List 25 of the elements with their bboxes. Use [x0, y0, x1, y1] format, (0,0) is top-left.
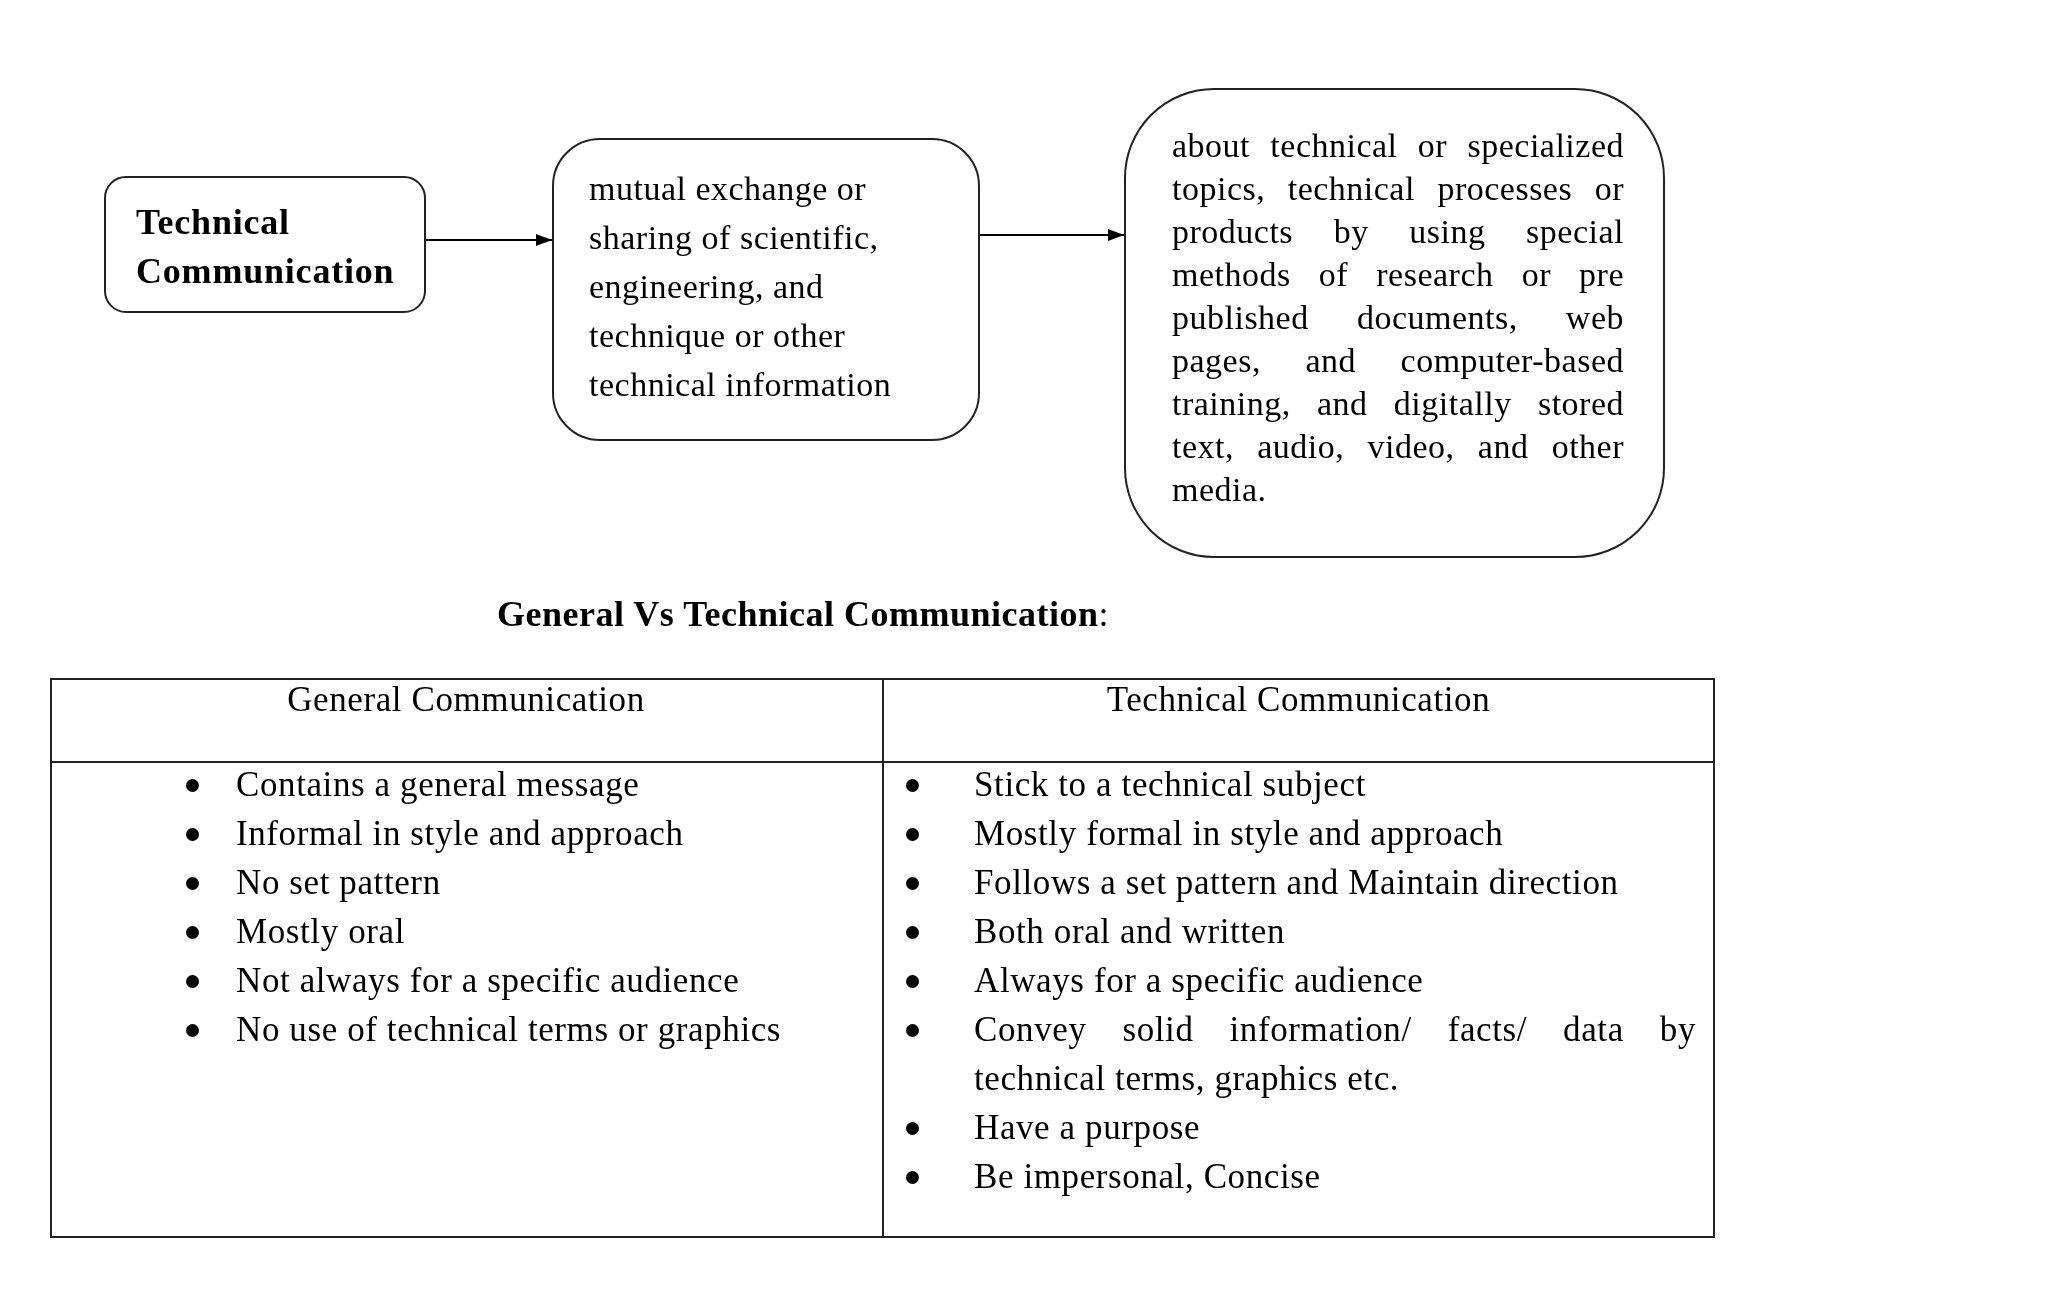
list-item: Be impersonal, Concise [974, 1156, 1321, 1198]
column-header: General Communication [287, 680, 645, 719]
list-item: Convey solid information/ facts/ data by technical terms, graphics etc. [974, 1009, 1696, 1100]
list-item: No set pattern [236, 862, 441, 904]
box-text: Technical Communication [136, 201, 396, 293]
list-item: Follows a set pattern and Maintain direction [974, 862, 1619, 904]
box-text: about technical or specialized topics, technical processes or products by using special methods of research or pre published documents, web pages, and computer-based training, and digitally stored text, audio, video, and other media. [1172, 126, 1624, 510]
rounded-box [104, 176, 426, 313]
box-text: mutual exchange or sharing of scientific, engineering, and technique or other technical information [589, 169, 893, 405]
arrow [425, 234, 553, 246]
arrow [979, 229, 1125, 241]
rounded-box [1124, 88, 1665, 558]
list-item: Mostly oral [236, 911, 405, 953]
list-item: Have a purpose [974, 1107, 1201, 1149]
list-item: No use of technical terms or graphics [236, 1009, 782, 1051]
list-item: Not always for a specific audience [236, 960, 740, 1002]
column-header: Technical Communication [1106, 680, 1491, 719]
rounded-box [552, 138, 980, 441]
list-item: Mostly formal in style and approach [974, 813, 1504, 855]
list-item: Informal in style and approach [236, 813, 684, 855]
section-heading: General Vs Technical Communication: [497, 594, 1109, 634]
list-item: Both oral and written [974, 911, 1285, 953]
list-item: Always for a specific audience [974, 960, 1424, 1002]
list-item: Contains a general message [236, 764, 640, 806]
list-item: Stick to a technical subject [974, 764, 1366, 806]
